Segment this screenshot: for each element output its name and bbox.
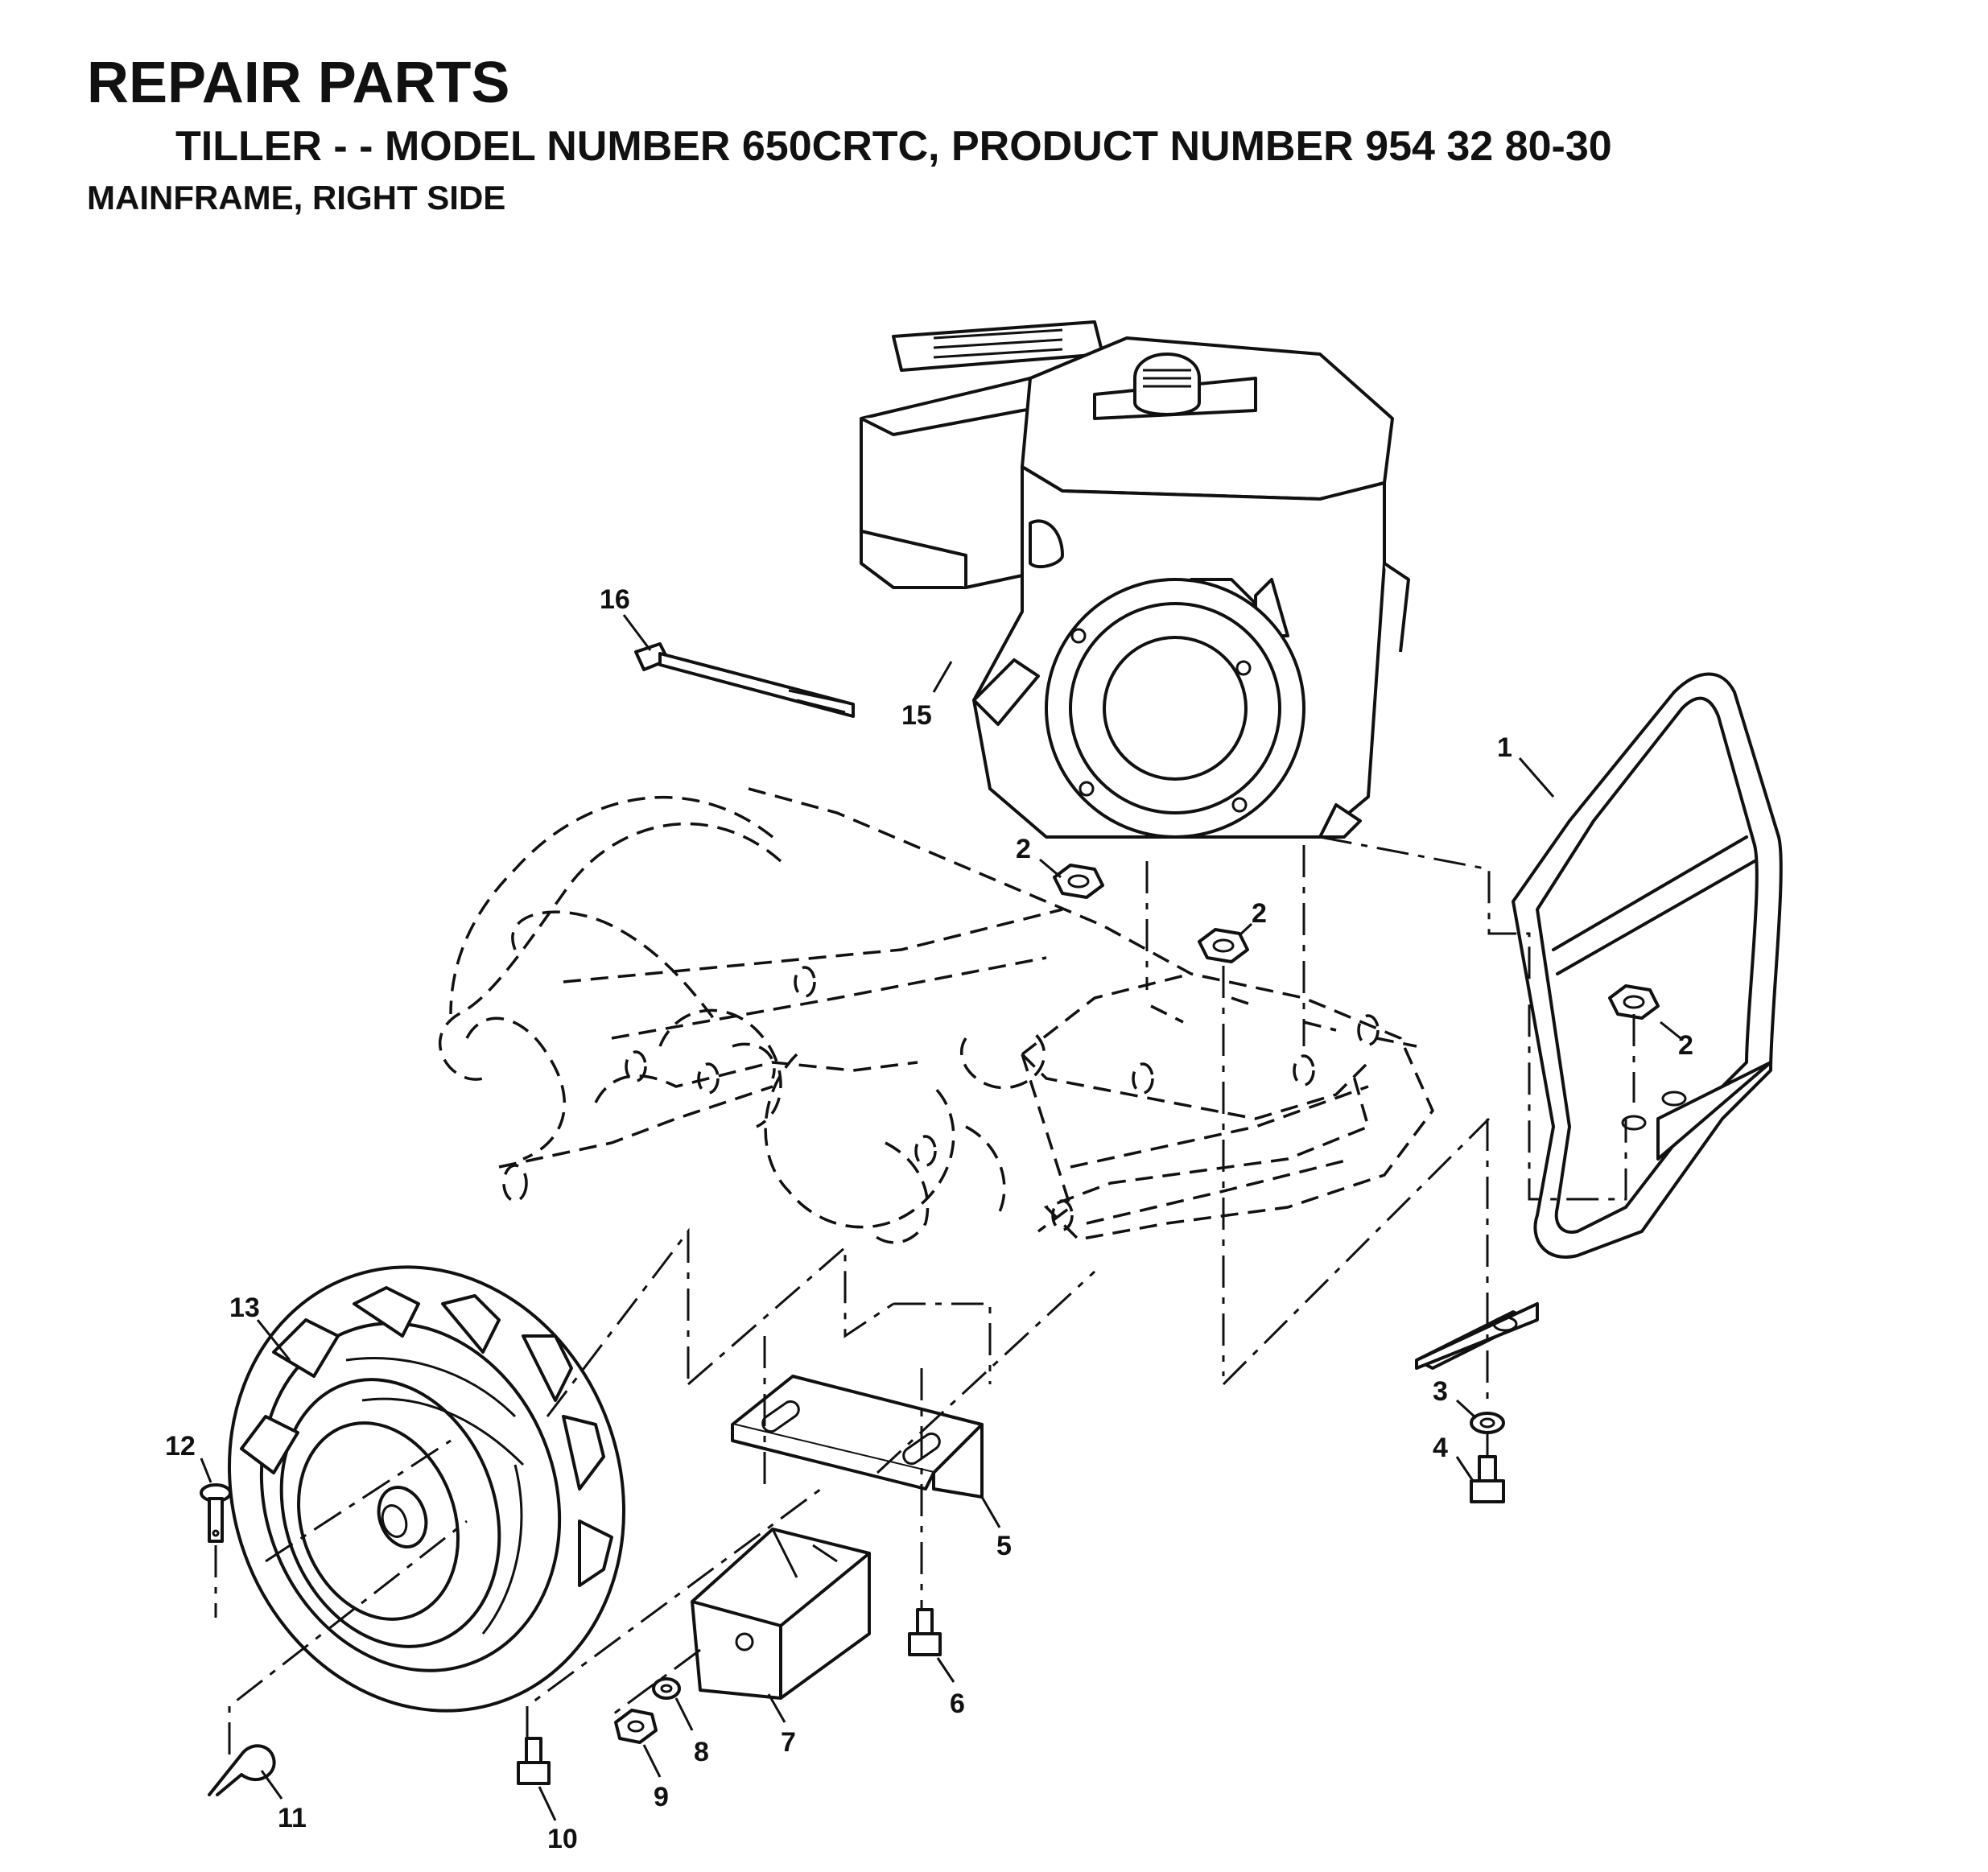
callout-3: 3 xyxy=(1433,1376,1448,1407)
callout-9: 9 xyxy=(654,1782,669,1812)
hex-nut-2c xyxy=(1608,984,1660,1020)
hairpin-clip-11 xyxy=(208,1744,276,1796)
washer-3 xyxy=(1470,1412,1505,1434)
hex-nut-9 xyxy=(614,1709,658,1744)
engine xyxy=(860,320,1410,839)
callout-5: 5 xyxy=(996,1531,1012,1561)
section-title: MAINFRAME, RIGHT SIDE xyxy=(87,179,506,216)
callouts: 1 2 2 2 3 4 5 6 7 8 9 10 11 12 13 15 16 xyxy=(165,584,1693,1854)
callout-11: 11 xyxy=(278,1803,307,1833)
hex-nut-2a xyxy=(1053,864,1104,899)
page-title: REPAIR PARTS xyxy=(87,51,510,115)
callout-2a: 2 xyxy=(1016,834,1031,864)
hex-bolt-4 xyxy=(1470,1455,1505,1503)
callout-13: 13 xyxy=(229,1293,260,1323)
callout-2c: 2 xyxy=(1678,1030,1693,1061)
wheel-tire xyxy=(227,1265,626,1713)
hex-bolt-10 xyxy=(517,1737,551,1785)
model-subtitle: TILLER - - MODEL NUMBER 650CRTC, PRODUCT… xyxy=(175,123,1612,170)
engine-guard xyxy=(1415,672,1783,1370)
assembly-lines xyxy=(214,835,1635,1754)
tiller-frame-dashed xyxy=(439,787,1435,1244)
wheel-weight xyxy=(691,1528,871,1700)
cable-tie xyxy=(634,642,855,718)
callout-7: 7 xyxy=(781,1727,796,1758)
callout-12: 12 xyxy=(165,1431,196,1462)
callout-6: 6 xyxy=(950,1689,965,1719)
callout-2b: 2 xyxy=(1252,898,1267,929)
callout-15: 15 xyxy=(901,700,932,731)
callout-8: 8 xyxy=(694,1737,709,1767)
callout-16: 16 xyxy=(600,584,630,615)
callout-10: 10 xyxy=(547,1824,578,1854)
callout-4: 4 xyxy=(1433,1433,1448,1463)
hex-bolt-6 xyxy=(908,1608,942,1656)
lock-washer-8 xyxy=(652,1677,681,1700)
bracket xyxy=(731,1375,984,1499)
callout-1: 1 xyxy=(1497,732,1512,763)
hex-nut-2b xyxy=(1198,928,1249,963)
clevis-pin-12 xyxy=(200,1483,232,1543)
